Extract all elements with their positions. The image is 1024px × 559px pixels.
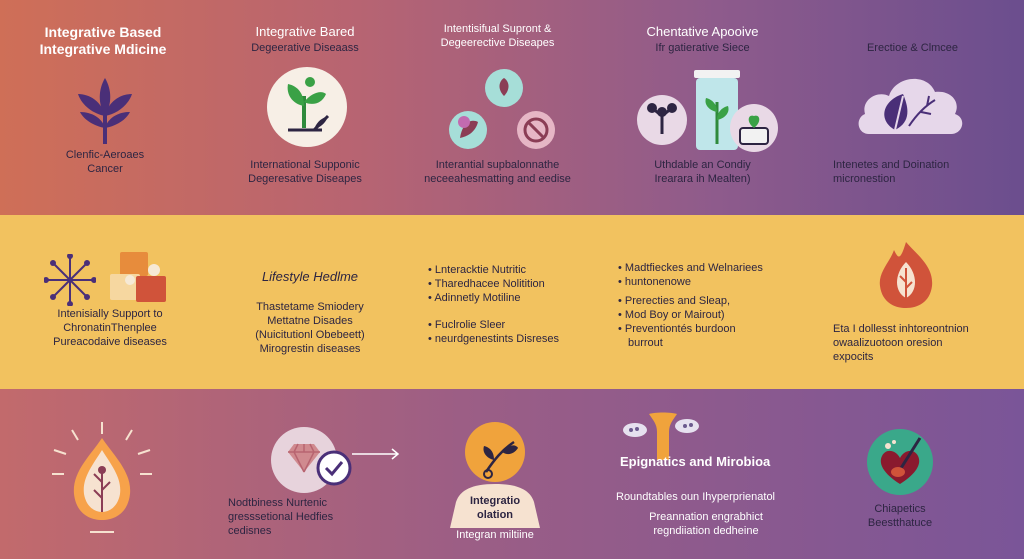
three-circles-icon: [448, 68, 560, 152]
top-col4-title: Chentative Apooive: [646, 24, 759, 39]
gem-check-icon: [270, 426, 404, 494]
lab-plants-icon: [636, 68, 782, 152]
top-col5-title: Erectioe & Clmcee: [866, 42, 959, 54]
heart-guitar-icon: [866, 428, 934, 496]
top-col2-title: Integrative Bared: [255, 24, 355, 39]
top-band: [0, 0, 1024, 215]
mid-col4-tail: burrout: [628, 337, 663, 349]
mid-col3-list-1: Lnteracktie NutriticTharedhacee Nolititi…: [428, 263, 598, 305]
puzzle-blocks-icon: [110, 252, 168, 304]
mid-col4-list-1: Madtfieckes and Welnarieeshuntonenowe: [618, 261, 798, 289]
plant-leaves-icon: [72, 68, 138, 146]
cloud-leaf-icon: [855, 64, 967, 138]
top-col4-subtitle: Ifr gatierative Siece: [655, 42, 750, 54]
mid-col4-list-2: Prerecties and Sleap,Mod Boy or Mairout)…: [618, 294, 798, 336]
top-col2-subtitle: Degeerative Diseaass: [251, 42, 359, 54]
mid-col3-list-2: Fuclrolie Sleerneurdgenestints Disreses: [428, 318, 598, 346]
bot-col4-lines: Roundtables oun Ihyperprienatol: [616, 491, 776, 503]
microbiome-flask-icon: [615, 410, 715, 460]
person-plant-icon: [442, 416, 548, 528]
flame-leaf-icon: [876, 240, 936, 310]
sprout-circle-icon: [266, 66, 348, 148]
bot-col3-caption: Integran miltiine: [456, 529, 534, 541]
bot-col4-title: Epignatics and Mirobioa: [620, 454, 771, 469]
radiant-tree-drop-icon: [50, 420, 154, 536]
mid-col2-title: Lifestyle Hedlme: [261, 269, 359, 284]
network-star-icon: [44, 254, 96, 306]
top-col3-title: Intentisifual Supront &Degeerective Dise…: [440, 23, 555, 49]
